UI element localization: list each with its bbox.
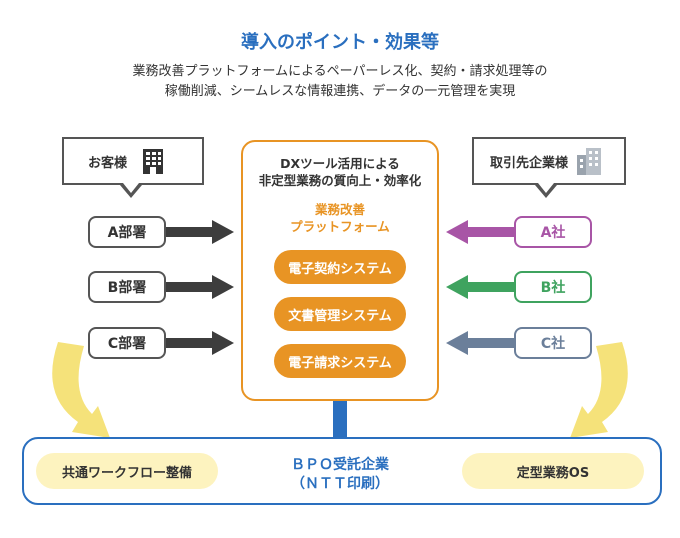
center-connector [333,399,347,439]
right-curved-arrow [570,342,628,438]
arrow-company-c [446,331,514,355]
right-arrows [446,220,514,355]
customer-header: お客様 [62,137,204,185]
arrow-company-b [446,275,514,299]
e-invoice-system: 電子請求システム [274,344,406,378]
dept-c: C部署 [88,327,166,359]
company-b: B社 [514,271,592,303]
building-icon [143,149,164,174]
common-workflow-label: 共通ワークフロー整備 [36,453,218,489]
arrow-dept-c [166,331,234,355]
routine-os-label: 定型業務OS [462,453,644,489]
dept-a: A部署 [88,216,166,248]
center-heading-line-2: 非定型業務の質向上・効率化 [258,173,422,188]
dept-b: B部署 [88,271,166,303]
arrow-dept-b [166,275,234,299]
customer-label: お客様 [88,155,128,171]
arrow-company-a [446,220,514,244]
center-heading-line-1: DXツール活用による [280,156,400,171]
bpo-label-line-1: ＢＰＯ受託企業 [291,457,389,473]
buildings-icon [577,148,602,175]
left-curved-arrow [52,342,110,438]
platform-label-line-1: 業務改善 [314,202,365,217]
arrow-dept-a [166,220,234,244]
company-c: C社 [514,327,592,359]
bpo-label-line-2: （ＮＴＴ印刷） [291,476,389,492]
company-a: A社 [514,216,592,248]
subtitle-line-1: 業務改善プラットフォームによるペーパーレス化、契約・請求処理等の [132,64,548,79]
e-contract-system: 電子契約システム [274,250,406,284]
platform-label-line-2: プラットフォーム [290,219,390,234]
left-arrows [166,220,234,355]
page-title: 導入のポイント・効果等 [241,32,439,53]
partner-label: 取引先企業様 [490,155,569,171]
document-management-system: 文書管理システム [274,297,406,331]
subtitle-line-2: 稼働削減、シームレスな情報連携、データの一元管理を実現 [164,84,516,99]
partner-header: 取引先企業様 [472,137,626,185]
